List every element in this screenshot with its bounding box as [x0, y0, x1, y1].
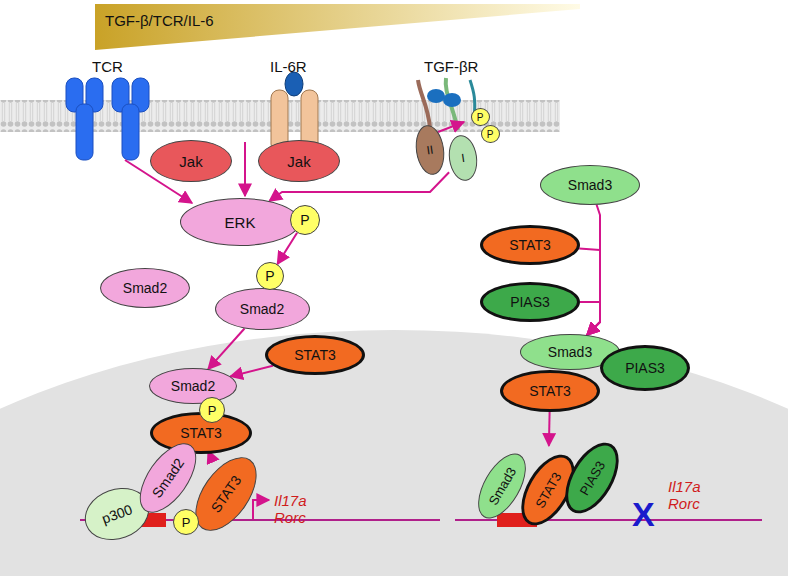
node-text: PIAS3: [510, 294, 550, 310]
receptor-label: IL-6R: [270, 58, 307, 75]
signal-gradient-band: TGF-β/TCR/IL-6: [95, 4, 580, 50]
node-text: STAT3: [529, 383, 571, 399]
node-text: Jak: [287, 153, 310, 170]
node-text: STAT3: [532, 470, 564, 511]
gene-label: Il17a Rorc: [668, 478, 701, 513]
smad2-protein: Smad2: [149, 368, 237, 404]
receptor-label: TGF-βR: [424, 58, 478, 75]
phospho-mark: P: [199, 397, 225, 423]
pias3-protein: PIAS3: [600, 345, 690, 391]
signal-arrow: [587, 205, 600, 335]
receptor-subunit: I: [446, 133, 480, 182]
phospho-mark: P: [290, 205, 320, 235]
node-text: P: [300, 212, 309, 228]
node-text: II: [426, 143, 435, 158]
signal-arrow: [208, 329, 244, 370]
node-text: STAT3: [509, 237, 551, 253]
jak-kinase: Jak: [258, 140, 340, 182]
node-text: PIAS3: [625, 360, 665, 376]
node-text: Smad3: [568, 177, 612, 193]
node-text: PIAS3: [576, 458, 607, 497]
gene-label: Il17a Rorc: [274, 492, 307, 527]
phospho-mark: P: [173, 509, 199, 535]
stat3-protein: STAT3: [480, 225, 580, 265]
node-text: P: [208, 403, 217, 418]
node-text: P: [265, 268, 274, 284]
receptor-label: TCR: [92, 58, 123, 75]
signal-arrow: [580, 302, 600, 335]
nucleus: [0, 330, 788, 576]
tcr-receptor: [66, 78, 149, 160]
node-text: p300: [100, 501, 135, 527]
signal-arrow: [548, 412, 551, 446]
node-text: Smad2: [171, 378, 215, 394]
smad2-protein: Smad2: [100, 268, 190, 308]
node-text: P: [477, 112, 484, 123]
node-text: Smad2: [240, 301, 284, 317]
node-text: Jak: [179, 153, 202, 170]
node-text: TGF-β/TCR/IL-6: [105, 12, 214, 29]
signal-arrow: [230, 366, 272, 377]
phospho-mark: P: [471, 108, 490, 126]
node-text: STAT3: [294, 347, 336, 363]
node-text: Smad2: [123, 280, 167, 296]
jak-kinase: Jak: [150, 140, 232, 182]
node-text: P: [487, 129, 494, 140]
node-text: ERK: [225, 214, 256, 231]
node-text: P: [182, 515, 191, 530]
stat3-protein: STAT3: [500, 370, 600, 412]
stat3-protein: STAT3: [265, 335, 365, 375]
il6-arrow: [244, 142, 246, 196]
phospho-mark: P: [256, 262, 284, 290]
smad2-protein: Smad2: [215, 288, 310, 330]
transcription-arrow: [253, 500, 269, 519]
signal-arrow: [579, 249, 600, 336]
tgfb-receptor: [418, 78, 475, 132]
phospho-mark: P: [481, 125, 500, 143]
node-text: STAT3: [208, 472, 245, 515]
node-text: STAT3: [180, 425, 222, 441]
smad3-protein: Smad3: [540, 165, 640, 205]
node-text: Smad3: [548, 344, 592, 360]
pias3-protein: PIAS3: [480, 282, 580, 322]
erk-protein: ERK: [180, 198, 300, 246]
node-text: I: [460, 151, 465, 165]
inhibition-mark: X: [632, 497, 655, 531]
